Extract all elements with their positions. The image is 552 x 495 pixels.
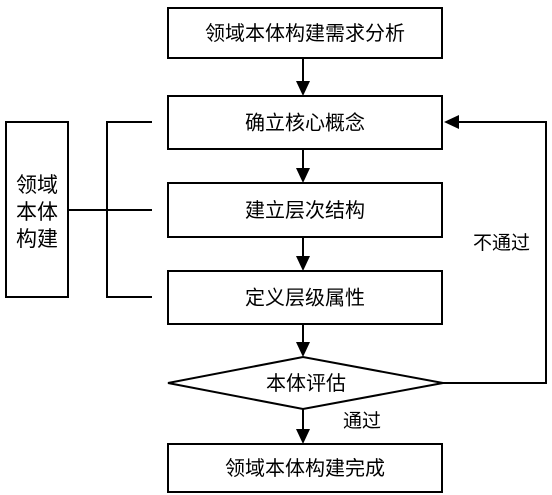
fail-edge-label: 不通过 <box>473 232 530 254</box>
hierarchy-box <box>167 182 443 238</box>
requirements-analysis-box <box>167 7 443 59</box>
arrowhead-fail-feedback <box>444 115 459 129</box>
side-construction-box <box>5 121 69 298</box>
arrowhead-evaluation-to-complete <box>296 429 310 444</box>
side-label-line3: 构建 <box>16 227 58 251</box>
hierarchy-label: 建立层次结构 <box>245 198 365 222</box>
complete-label: 领域本体构建完成 <box>225 456 385 480</box>
arrowhead-hierarchy-to-attributes <box>296 256 310 271</box>
evaluation-label: 本体评估 <box>266 371 346 395</box>
core-concepts-label: 确立核心概念 <box>245 111 365 135</box>
fail-feedback-line <box>443 121 547 384</box>
side-label-line1: 领域 <box>16 173 58 197</box>
arrowhead-attributes-to-evaluation <box>296 342 310 357</box>
complete-box <box>167 443 443 493</box>
arrowhead-requirements-to-core <box>296 81 310 96</box>
pass-edge-label: 通过 <box>343 410 381 432</box>
attributes-label: 定义层级属性 <box>245 286 365 310</box>
requirements-analysis-label: 领域本体构建需求分析 <box>205 21 405 45</box>
side-label-line2: 本体 <box>16 200 58 224</box>
arrowhead-core-to-hierarchy <box>296 168 310 183</box>
core-concepts-box <box>167 95 443 150</box>
attributes-box <box>167 270 443 325</box>
